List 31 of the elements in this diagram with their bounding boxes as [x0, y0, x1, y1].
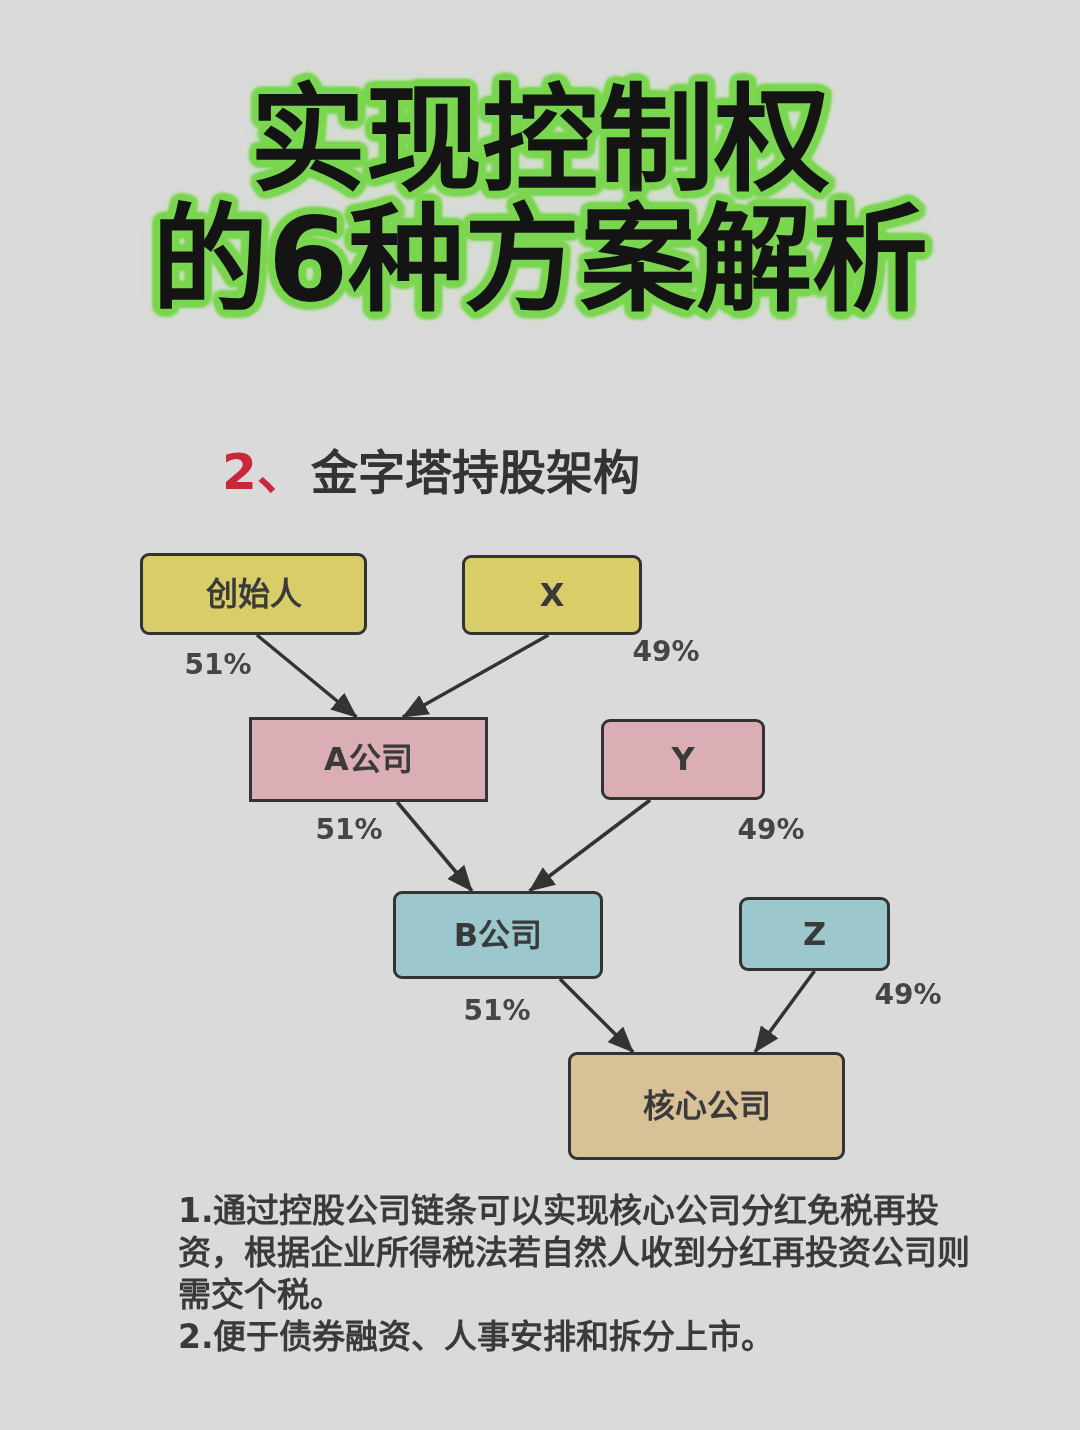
- entity-name: Y: [671, 740, 695, 779]
- arrow: [528, 798, 652, 893]
- entity-name: A公司: [324, 740, 413, 779]
- percentage-label: 51%: [463, 994, 531, 1028]
- entity-box: [249, 717, 488, 802]
- entity-box: [601, 719, 765, 800]
- entity-name: 核心公司: [642, 1086, 771, 1126]
- percentage-label: 51%: [184, 648, 252, 682]
- percentage-label: 51%: [315, 813, 383, 847]
- arrow: [558, 977, 635, 1054]
- entity-box: [393, 891, 603, 979]
- entity-name: X: [539, 575, 565, 615]
- percentage-label: 49%: [632, 635, 700, 669]
- entity-name: 创始人: [205, 574, 302, 614]
- note-text: 1.通过控股公司链条可以实现核心公司分红免税再投资，根据企业所得税法若自然人收到分红再投资公司则需交个税。: [178, 1190, 971, 1316]
- percentage-label: 49%: [874, 978, 942, 1012]
- arrow: [402, 633, 550, 719]
- title: 实现控制权的6种方案解析: [150, 80, 930, 320]
- arrow: [753, 969, 816, 1054]
- arrow: [395, 800, 474, 893]
- entity-box: [739, 897, 890, 971]
- note-text: 2.便于债券融资、人事安排和拆分上市。: [178, 1316, 776, 1358]
- section-heading: 金字塔持股架构: [310, 444, 640, 502]
- entity-box: [140, 553, 367, 635]
- section-number: 2、: [222, 442, 307, 503]
- arrow: [255, 633, 358, 719]
- entity-name: Z: [802, 914, 827, 954]
- entity-box: [462, 555, 642, 635]
- entity-name: B公司: [453, 915, 543, 955]
- percentage-label: 49%: [737, 813, 805, 847]
- entity-box: [568, 1052, 845, 1160]
